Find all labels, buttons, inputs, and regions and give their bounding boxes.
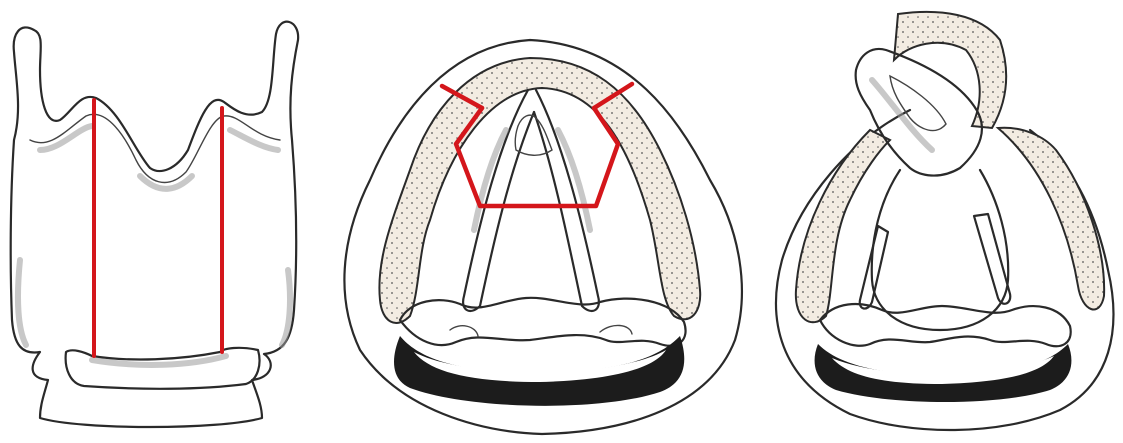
posterior-dark-band [815,344,1072,402]
arytenoid-region [400,298,686,346]
side-hatching [18,260,290,345]
arytenoid-curls [450,325,632,336]
larynx-incision-illustration [330,0,755,443]
panel-larynx-resected [760,0,1123,443]
cartilage-inner-contour [30,114,280,182]
stippled-cartilage-right [998,128,1104,310]
cartilage-illustration [0,0,310,443]
strut-right [974,214,1010,304]
flap-detail [890,76,946,131]
arytenoid-region [820,304,1071,346]
vocal-fold-right [534,90,599,311]
cartilage-shading [40,126,278,189]
larynx-resected-illustration [760,0,1123,443]
posterior-dark-band [394,336,684,406]
strut-left [860,226,888,309]
panel-larynx-incision [330,0,755,443]
panel-cartilage [0,0,310,443]
